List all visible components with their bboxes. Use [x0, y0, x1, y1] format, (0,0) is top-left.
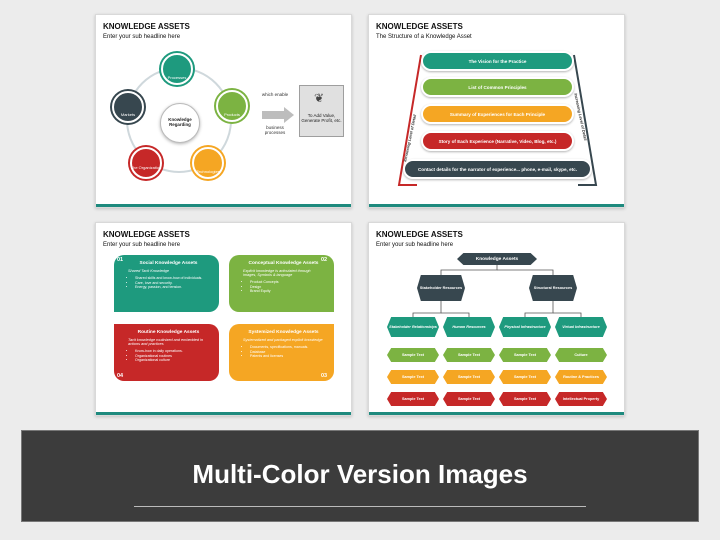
row3-cell: Sample Text: [387, 392, 439, 406]
slide-thumbnail-2[interactable]: KNOWLEDGE ASSETS The Structure of a Know…: [368, 14, 625, 208]
slide-thumbnail-1[interactable]: KNOWLEDGE ASSETS Enter your sub headline…: [95, 14, 352, 208]
arrow-bottom-text: business processes: [264, 125, 286, 135]
quadrant-number: 02: [321, 257, 328, 263]
node-technologies: [192, 147, 224, 179]
node-label: Products: [224, 112, 240, 117]
row2-cell: Sample Text: [443, 370, 495, 384]
center-label: Knowledge Regarding: [168, 117, 192, 127]
banner-title: Multi-Color Version Images: [192, 459, 528, 489]
slide-title: KNOWLEDGE ASSETS: [376, 230, 463, 239]
node-label: Markets: [120, 112, 136, 117]
slide-title: KNOWLEDGE ASSETS: [103, 22, 190, 31]
money-plant-icon: ❦: [314, 91, 325, 105]
quadrant-item: Shared skills and know-how of individual…: [135, 276, 209, 281]
slide-thumbnail-3[interactable]: KNOWLEDGE ASSETS Enter your sub headline…: [95, 222, 352, 416]
pyramid-brackets: [397, 54, 598, 186]
quadrant-item: Care, love and security.: [135, 281, 209, 286]
right-arrow-icon: [262, 107, 294, 123]
node-label: Processes: [167, 75, 187, 80]
quadrant-item: Organizational culture: [135, 358, 209, 363]
slide-title: KNOWLEDGE ASSETS: [103, 230, 190, 239]
result-box: [299, 85, 344, 137]
level-3: Summary of Experiences for Each Principl…: [421, 104, 574, 124]
quadrant-item: Brand Equity: [250, 289, 324, 294]
quadrant-item: Documents, specifications, manuals.: [250, 345, 324, 350]
level-2: List of Common Principles: [421, 77, 574, 97]
leaf-4: Virtual Infrastructure: [555, 317, 607, 337]
center-node: [160, 103, 200, 143]
branch-stakeholder: Stakeholder Resources: [417, 275, 465, 301]
row1-cell: Sample Text: [443, 348, 495, 362]
slide-subtitle: Enter your sub headline here: [103, 34, 181, 40]
node-products: [216, 90, 248, 122]
quadrant-title: Conceptual Knowledge Assets: [248, 261, 319, 266]
quadrant-title: Routine Knowledge Assets: [137, 330, 200, 335]
quadrant-title: Systemized Knowledge Assets: [248, 330, 319, 335]
row1-cell: Sample Text: [499, 348, 551, 362]
version-banner: Multi-Color Version Images: [21, 430, 699, 522]
quadrant-title: Social Knowledge Assets: [139, 261, 198, 266]
quadrant-item: Product Concepts: [250, 280, 324, 285]
quadrant-desc: Explicit knowledge is articulated throug…: [243, 269, 311, 277]
node-organization: [130, 147, 162, 179]
quadrant-item: Energy, passion, and tension.: [135, 285, 209, 290]
slide-subtitle: Enter your sub headline here: [103, 242, 181, 248]
quadrant-social: Social Knowledge Assets Shared Tacit Kno…: [114, 255, 219, 312]
branch-structural: Structural Resources: [529, 275, 577, 301]
row2-cell: Sample Text: [499, 370, 551, 384]
node-label: Technologies: [196, 169, 220, 174]
quadrant-number: 03: [321, 373, 328, 379]
quadrant-item: Organizational routines: [135, 354, 209, 359]
node-processes: [161, 53, 193, 85]
row2-cell: Routine & Practices: [555, 370, 607, 384]
tree-root: Knowledge Assets: [457, 253, 537, 265]
row3-cell: Sample Text: [443, 392, 495, 406]
quadrant-item: Know-how in daily operations.: [135, 349, 209, 354]
row3-cell: Intellectual Property: [555, 392, 607, 406]
slide-subtitle: Enter your sub headline here: [376, 242, 454, 248]
node-markets: [112, 91, 144, 123]
node-label: The Organization: [130, 165, 162, 170]
result-text: To Add Value, Generate Profit, etc.: [301, 113, 342, 123]
quadrant-routine: Routine Knowledge Assets Tacit knowledge…: [114, 324, 219, 381]
row1-cell: Sample Text: [387, 348, 439, 362]
arrow-top-text: which enable: [261, 92, 289, 97]
slide-title: KNOWLEDGE ASSETS: [376, 22, 463, 31]
quadrant-item: Database: [250, 350, 324, 355]
quadrant-conceptual: Conceptual Knowledge Assets Explicit kno…: [229, 255, 334, 312]
quadrant-item: Design: [250, 285, 324, 290]
slide-thumbnail-4[interactable]: KNOWLEDGE ASSETS Enter your sub headline…: [368, 222, 625, 416]
quadrant-desc: Shared Tacit Knowledge: [128, 269, 170, 273]
level-5: Contact details for the narrator of expe…: [403, 159, 592, 179]
leaf-2: Human Resources: [443, 317, 495, 337]
leaf-3: Physical Infrastructure: [499, 317, 551, 337]
row1-cell: Culture: [555, 348, 607, 362]
quadrant-number: 04: [117, 373, 124, 379]
quadrant-desc: Tacit knowledge routinized and embedded …: [128, 338, 204, 346]
level-1: The Vision for the Practice: [421, 51, 574, 71]
row3-cell: Sample Text: [499, 392, 551, 406]
leaf-1: Stakeholder Relationships: [387, 317, 439, 337]
quadrant-systemized: Systemized Knowledge Assets Systematized…: [229, 324, 334, 381]
tree-connectors: [412, 265, 582, 317]
banner-divider: [134, 506, 586, 507]
slide-subtitle: The Structure of a Knowledge Asset: [376, 34, 472, 40]
row2-cell: Sample Text: [387, 370, 439, 384]
quadrant-number: 01: [117, 257, 124, 263]
quadrant-item: Patents and licenses: [250, 354, 324, 359]
quadrant-desc: Systematized and packaged explicit knowl…: [243, 338, 323, 342]
level-4: Story of Each Experience (Narrative, Vid…: [421, 131, 574, 151]
